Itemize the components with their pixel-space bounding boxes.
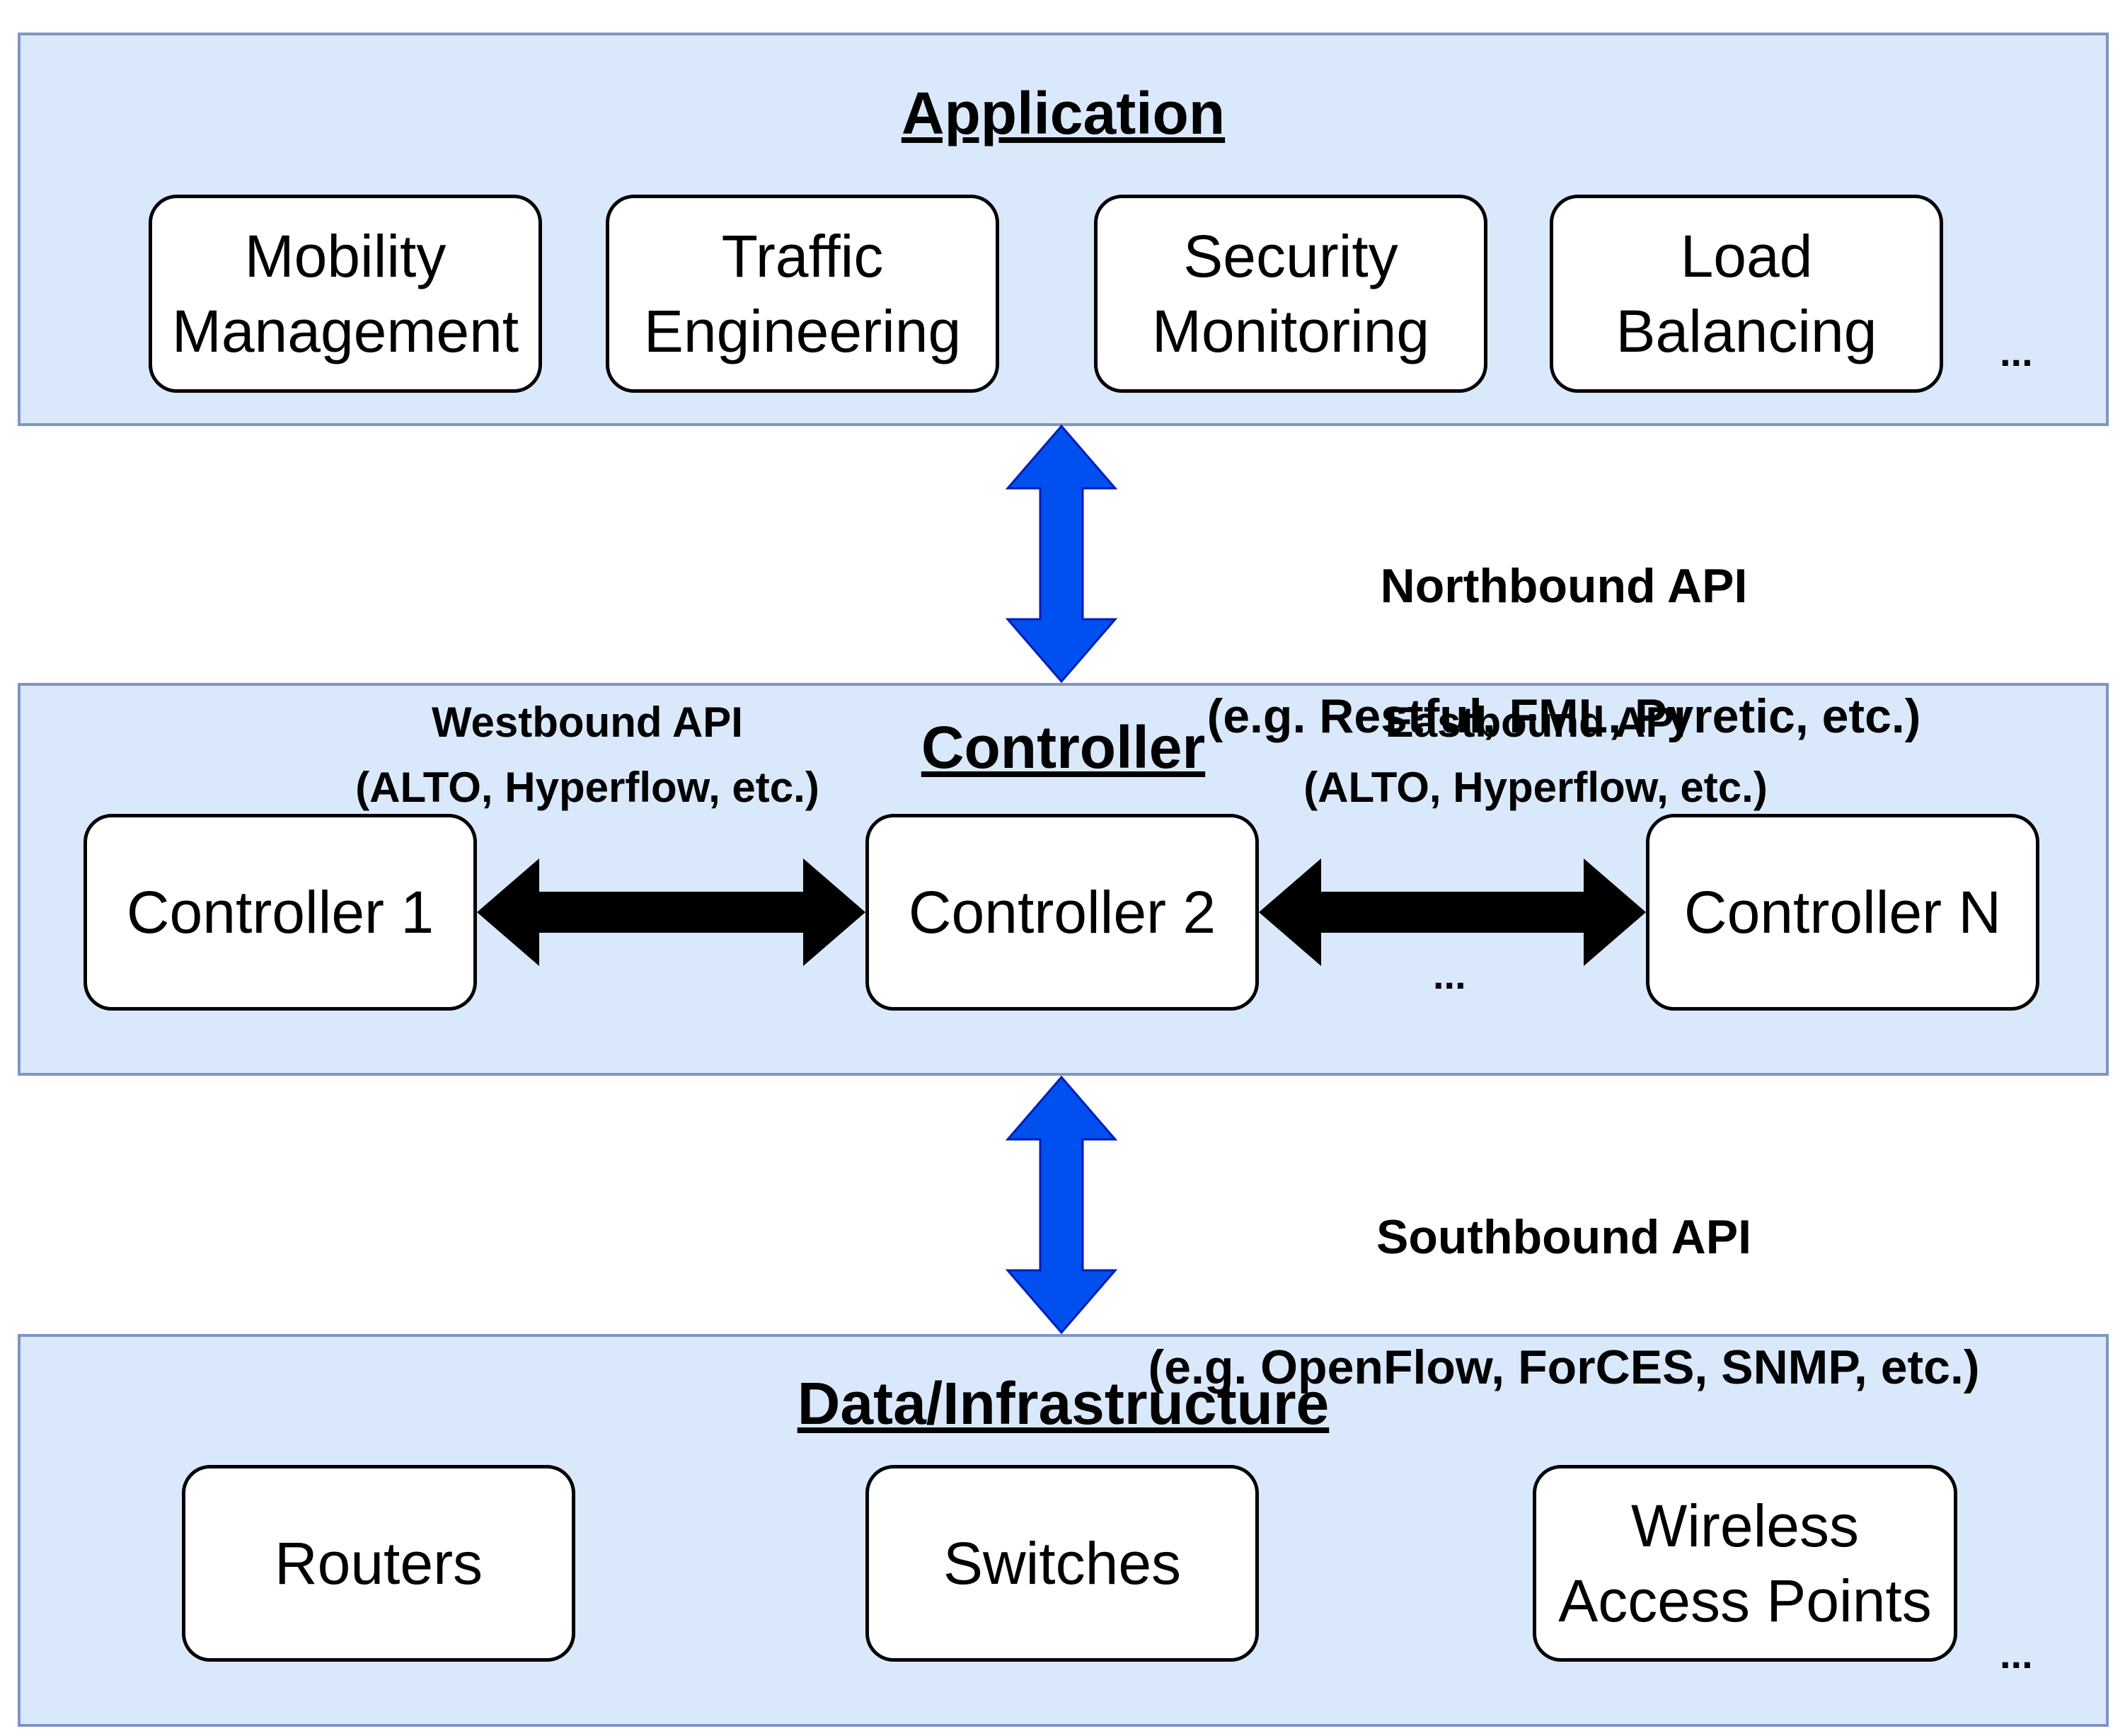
controller-box-label: Controller 2	[908, 879, 1216, 945]
westbound-api-label: Westbound API (ALTO, Hyperflow, etc.)	[355, 699, 819, 811]
southbound-api-examples: (e.g. OpenFlow, ForCES, SNMP, etc.)	[1148, 1340, 1980, 1394]
app-box-label: Traffic Engineering	[643, 223, 962, 364]
controller-more-ellipsis: ...	[1433, 953, 1466, 997]
infra-box-label: Wireless Access Points	[1558, 1493, 1932, 1634]
infrastructure-more-ellipsis: ...	[2000, 1632, 2033, 1677]
app-box-label: Security Monitoring	[1151, 223, 1430, 364]
northbound-api-examples: (e.g. Restful, FML, Pyretic, etc.)	[1207, 689, 1921, 743]
eastbound-double-arrow	[1259, 858, 1646, 966]
controller-layer-title: Controller	[921, 714, 1206, 781]
infra-box-switches: Switches	[865, 1465, 1259, 1662]
app-box-label: Mobility Management	[171, 223, 519, 364]
infra-box-label: Routers	[274, 1530, 483, 1597]
northbound-api-title: Northbound API	[1380, 559, 1748, 613]
controller-box-2: Controller 2	[865, 814, 1259, 1011]
app-box-traffic-engineering: Traffic Engineering	[606, 195, 999, 393]
controller-box-n: Controller N	[1646, 814, 2039, 1011]
application-layer-title: Application	[901, 80, 1226, 146]
southbound-api-label: Southbound API (e.g. OpenFlow, ForCES, S…	[1083, 1139, 2045, 1465]
app-box-label: Load Balancing	[1616, 223, 1877, 364]
controller-box-label: Controller 1	[126, 879, 434, 945]
infra-box-routers: Routers	[182, 1465, 575, 1662]
infra-box-label: Switches	[943, 1530, 1182, 1597]
controller-box-1: Controller 1	[83, 814, 477, 1011]
northbound-double-arrow	[1005, 424, 1118, 684]
infra-box-wireless-access-points: Wireless Access Points	[1533, 1465, 1957, 1662]
westbound-double-arrow	[477, 858, 865, 966]
infrastructure-layer-title: Data/Infrastructure	[797, 1370, 1330, 1437]
southbound-api-title: Southbound API	[1376, 1210, 1752, 1264]
app-box-security-monitoring: Security Monitoring	[1094, 195, 1487, 393]
northbound-api-label: Northbound API (e.g. Restful, FML, Pyret…	[1104, 488, 2024, 814]
southbound-double-arrow	[1005, 1075, 1118, 1335]
controller-box-label: Controller N	[1683, 879, 2002, 945]
app-box-load-balancing: Load Balancing	[1550, 195, 1943, 393]
application-more-ellipsis: ...	[2000, 330, 2033, 374]
eastbound-api-label: Eastbound API (ALTO, Hyperflow, etc.)	[1303, 699, 1768, 811]
app-box-mobility-management: Mobility Management	[149, 195, 542, 393]
